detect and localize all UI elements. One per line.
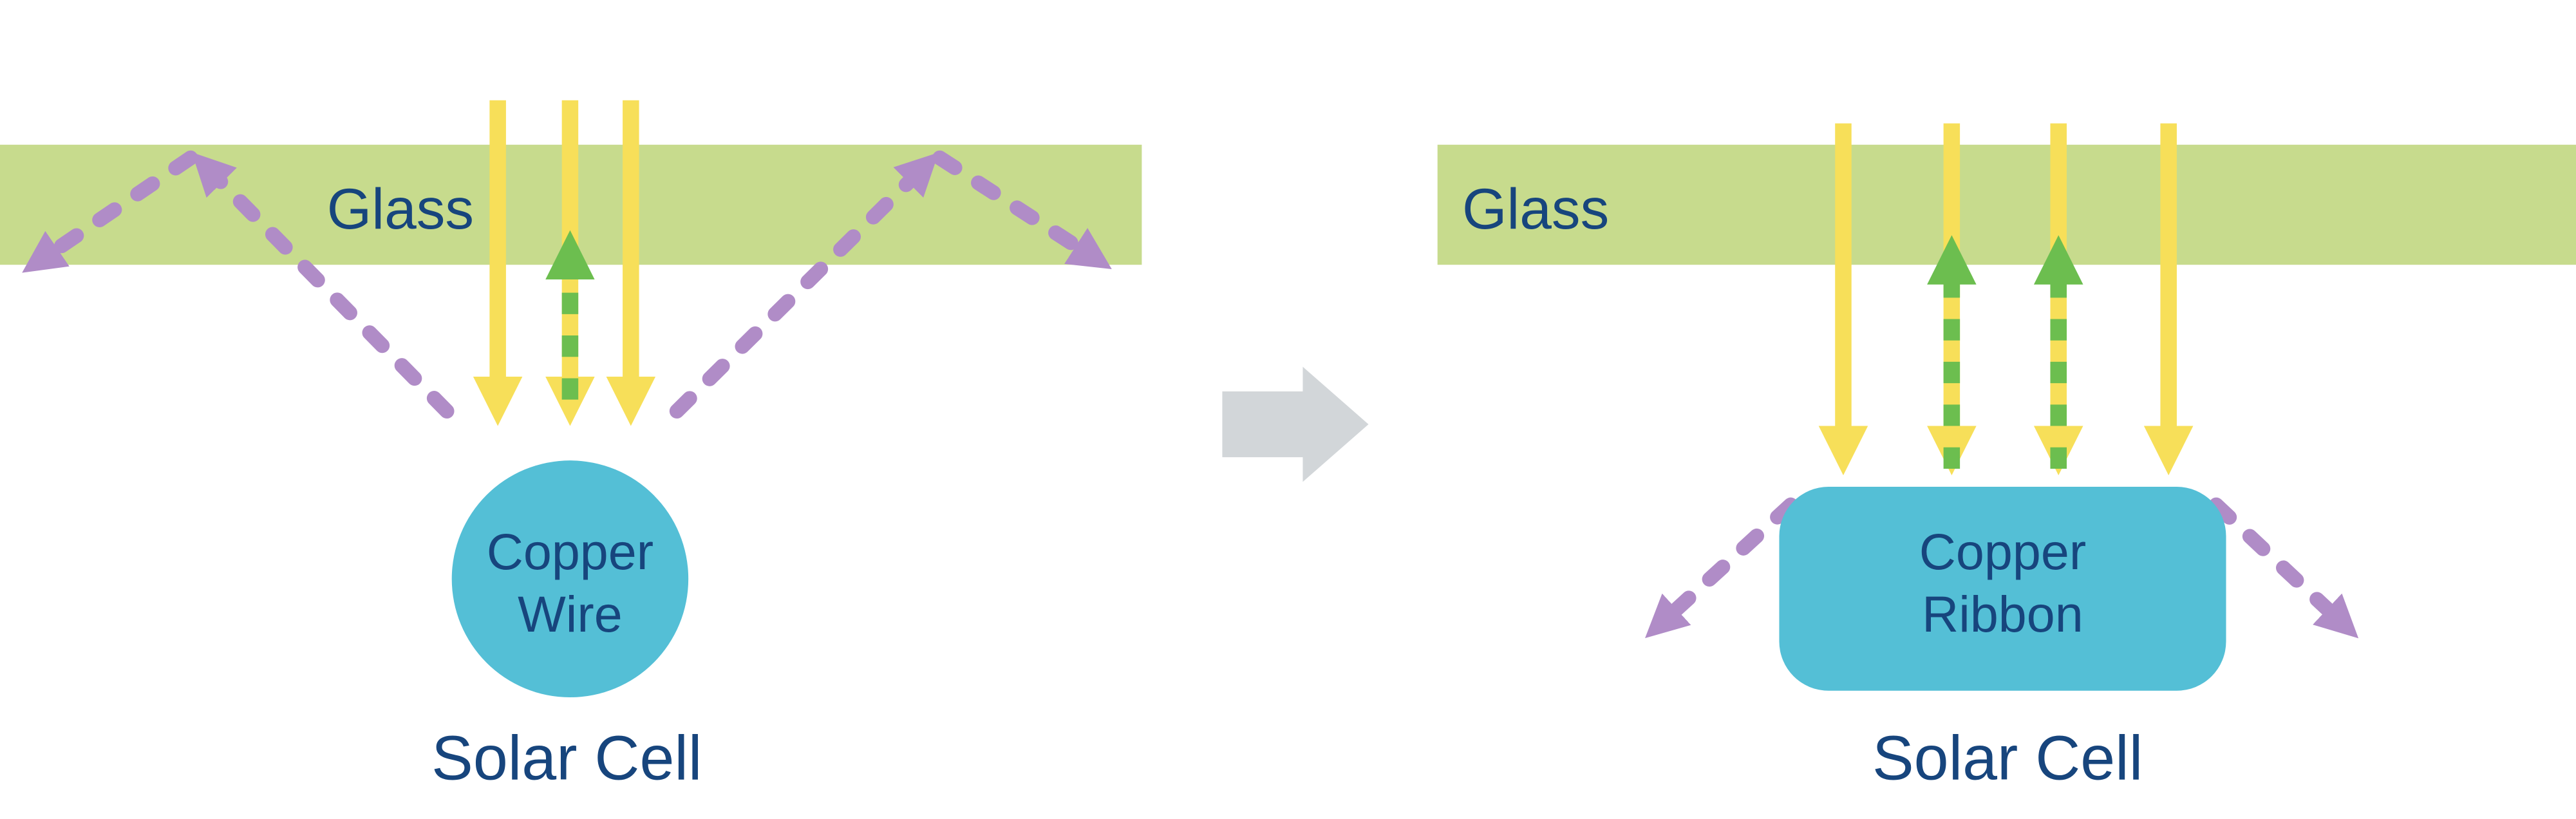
transform-arrow-icon — [1222, 366, 1369, 482]
glass-label: Glass — [1462, 176, 1609, 241]
right-panel: Glass Copper Ribbon Solar Cell — [1437, 123, 2576, 793]
scattered-ray-out-right-icon — [2208, 497, 2359, 639]
scattered-ray-up-left-icon — [191, 152, 455, 419]
scattered-ray-out-left-icon — [22, 150, 198, 273]
glass-layer — [1437, 144, 2576, 265]
scattered-ray-up-right-icon — [669, 152, 939, 419]
copper-wire-shape — [451, 460, 689, 697]
glass-label: Glass — [327, 176, 474, 241]
copper-wire-label-line2: Wire — [518, 585, 623, 643]
scattered-ray-out-right-icon — [932, 150, 1112, 269]
copper-ribbon-label-line2: Ribbon — [1922, 585, 2083, 643]
copper-ribbon-shape — [1779, 487, 2226, 691]
solar-cell-caption: Solar Cell — [1872, 723, 2143, 793]
copper-wire-label-line1: Copper — [487, 523, 653, 580]
scattered-ray-out-left-icon — [1645, 497, 1798, 639]
left-panel: Glass Copper Wire Solar Cell — [0, 100, 1142, 793]
solar-cell-caption: Solar Cell — [431, 723, 702, 793]
copper-ribbon-label-line1: Copper — [1919, 523, 2086, 580]
